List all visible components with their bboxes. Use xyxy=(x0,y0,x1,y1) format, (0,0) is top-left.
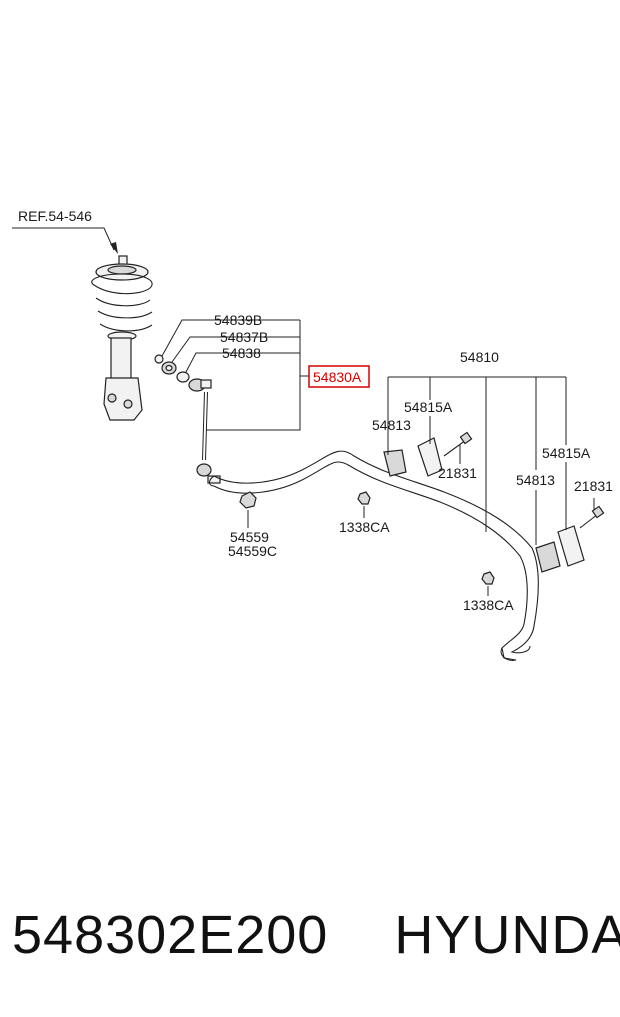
label-54815A-left: 54815A xyxy=(404,399,453,415)
stabilizer-bar xyxy=(208,450,539,661)
strut-assembly xyxy=(91,255,153,421)
highlight-box-54830A xyxy=(308,365,370,388)
strut-mount-cap xyxy=(107,265,137,275)
label-54830A: 54830A xyxy=(313,369,362,385)
ref-leader-line xyxy=(12,227,115,251)
stabilizer-link xyxy=(188,378,221,484)
brand-name: HYUNDAI xyxy=(394,905,620,965)
label-21831-right: 21831 xyxy=(574,478,613,494)
label-54813-left: 54813 xyxy=(372,417,411,433)
part-number: 548302E200 xyxy=(12,905,329,965)
link-hardware xyxy=(154,354,190,383)
ring-54839B xyxy=(154,354,164,364)
ref-label: REF.54-546 xyxy=(18,208,92,224)
ref-arrow-icon xyxy=(110,242,118,254)
seal-54838 xyxy=(176,371,190,383)
label-54559: 54559 xyxy=(230,529,269,545)
label-1338CA-right: 1338CA xyxy=(463,597,514,613)
label-21831-left: 21831 xyxy=(438,465,477,481)
label-54815A-right: 54815A xyxy=(542,445,591,461)
label-54813-right: 54813 xyxy=(516,472,555,488)
label-54559C: 54559C xyxy=(228,543,277,559)
nuts xyxy=(239,491,495,585)
label-54837B: 54837B xyxy=(220,329,268,345)
bolt-21831-left xyxy=(459,431,473,445)
label-54810: 54810 xyxy=(460,349,499,365)
label-1338CA-left: 1338CA xyxy=(339,519,390,535)
bolt-21831-right xyxy=(591,505,605,519)
label-54838: 54838 xyxy=(222,345,261,361)
nut-1338CA-left xyxy=(357,491,371,505)
nut-54559 xyxy=(239,491,257,509)
label-54839B: 54839B xyxy=(214,312,262,328)
link-lower-ball-joint xyxy=(196,463,212,477)
nut-1338CA-right xyxy=(481,571,495,585)
leader-lines xyxy=(161,319,595,596)
bushing-54813-left xyxy=(383,449,407,477)
bushing-left xyxy=(383,431,473,477)
bushing-right xyxy=(535,505,605,573)
bracket-54815A-right xyxy=(557,525,585,567)
bracket-54815A-left xyxy=(417,437,443,477)
strut-knuckle-bracket xyxy=(103,377,143,421)
footer-caption: 548302E200 HYUNDAI xyxy=(12,904,620,974)
ref-callout: REF.54-546 xyxy=(12,208,118,254)
bushing-54813-right xyxy=(535,541,561,573)
part-labels: 54839B 54837B 54838 54830A 54810 54815A … xyxy=(214,312,613,613)
